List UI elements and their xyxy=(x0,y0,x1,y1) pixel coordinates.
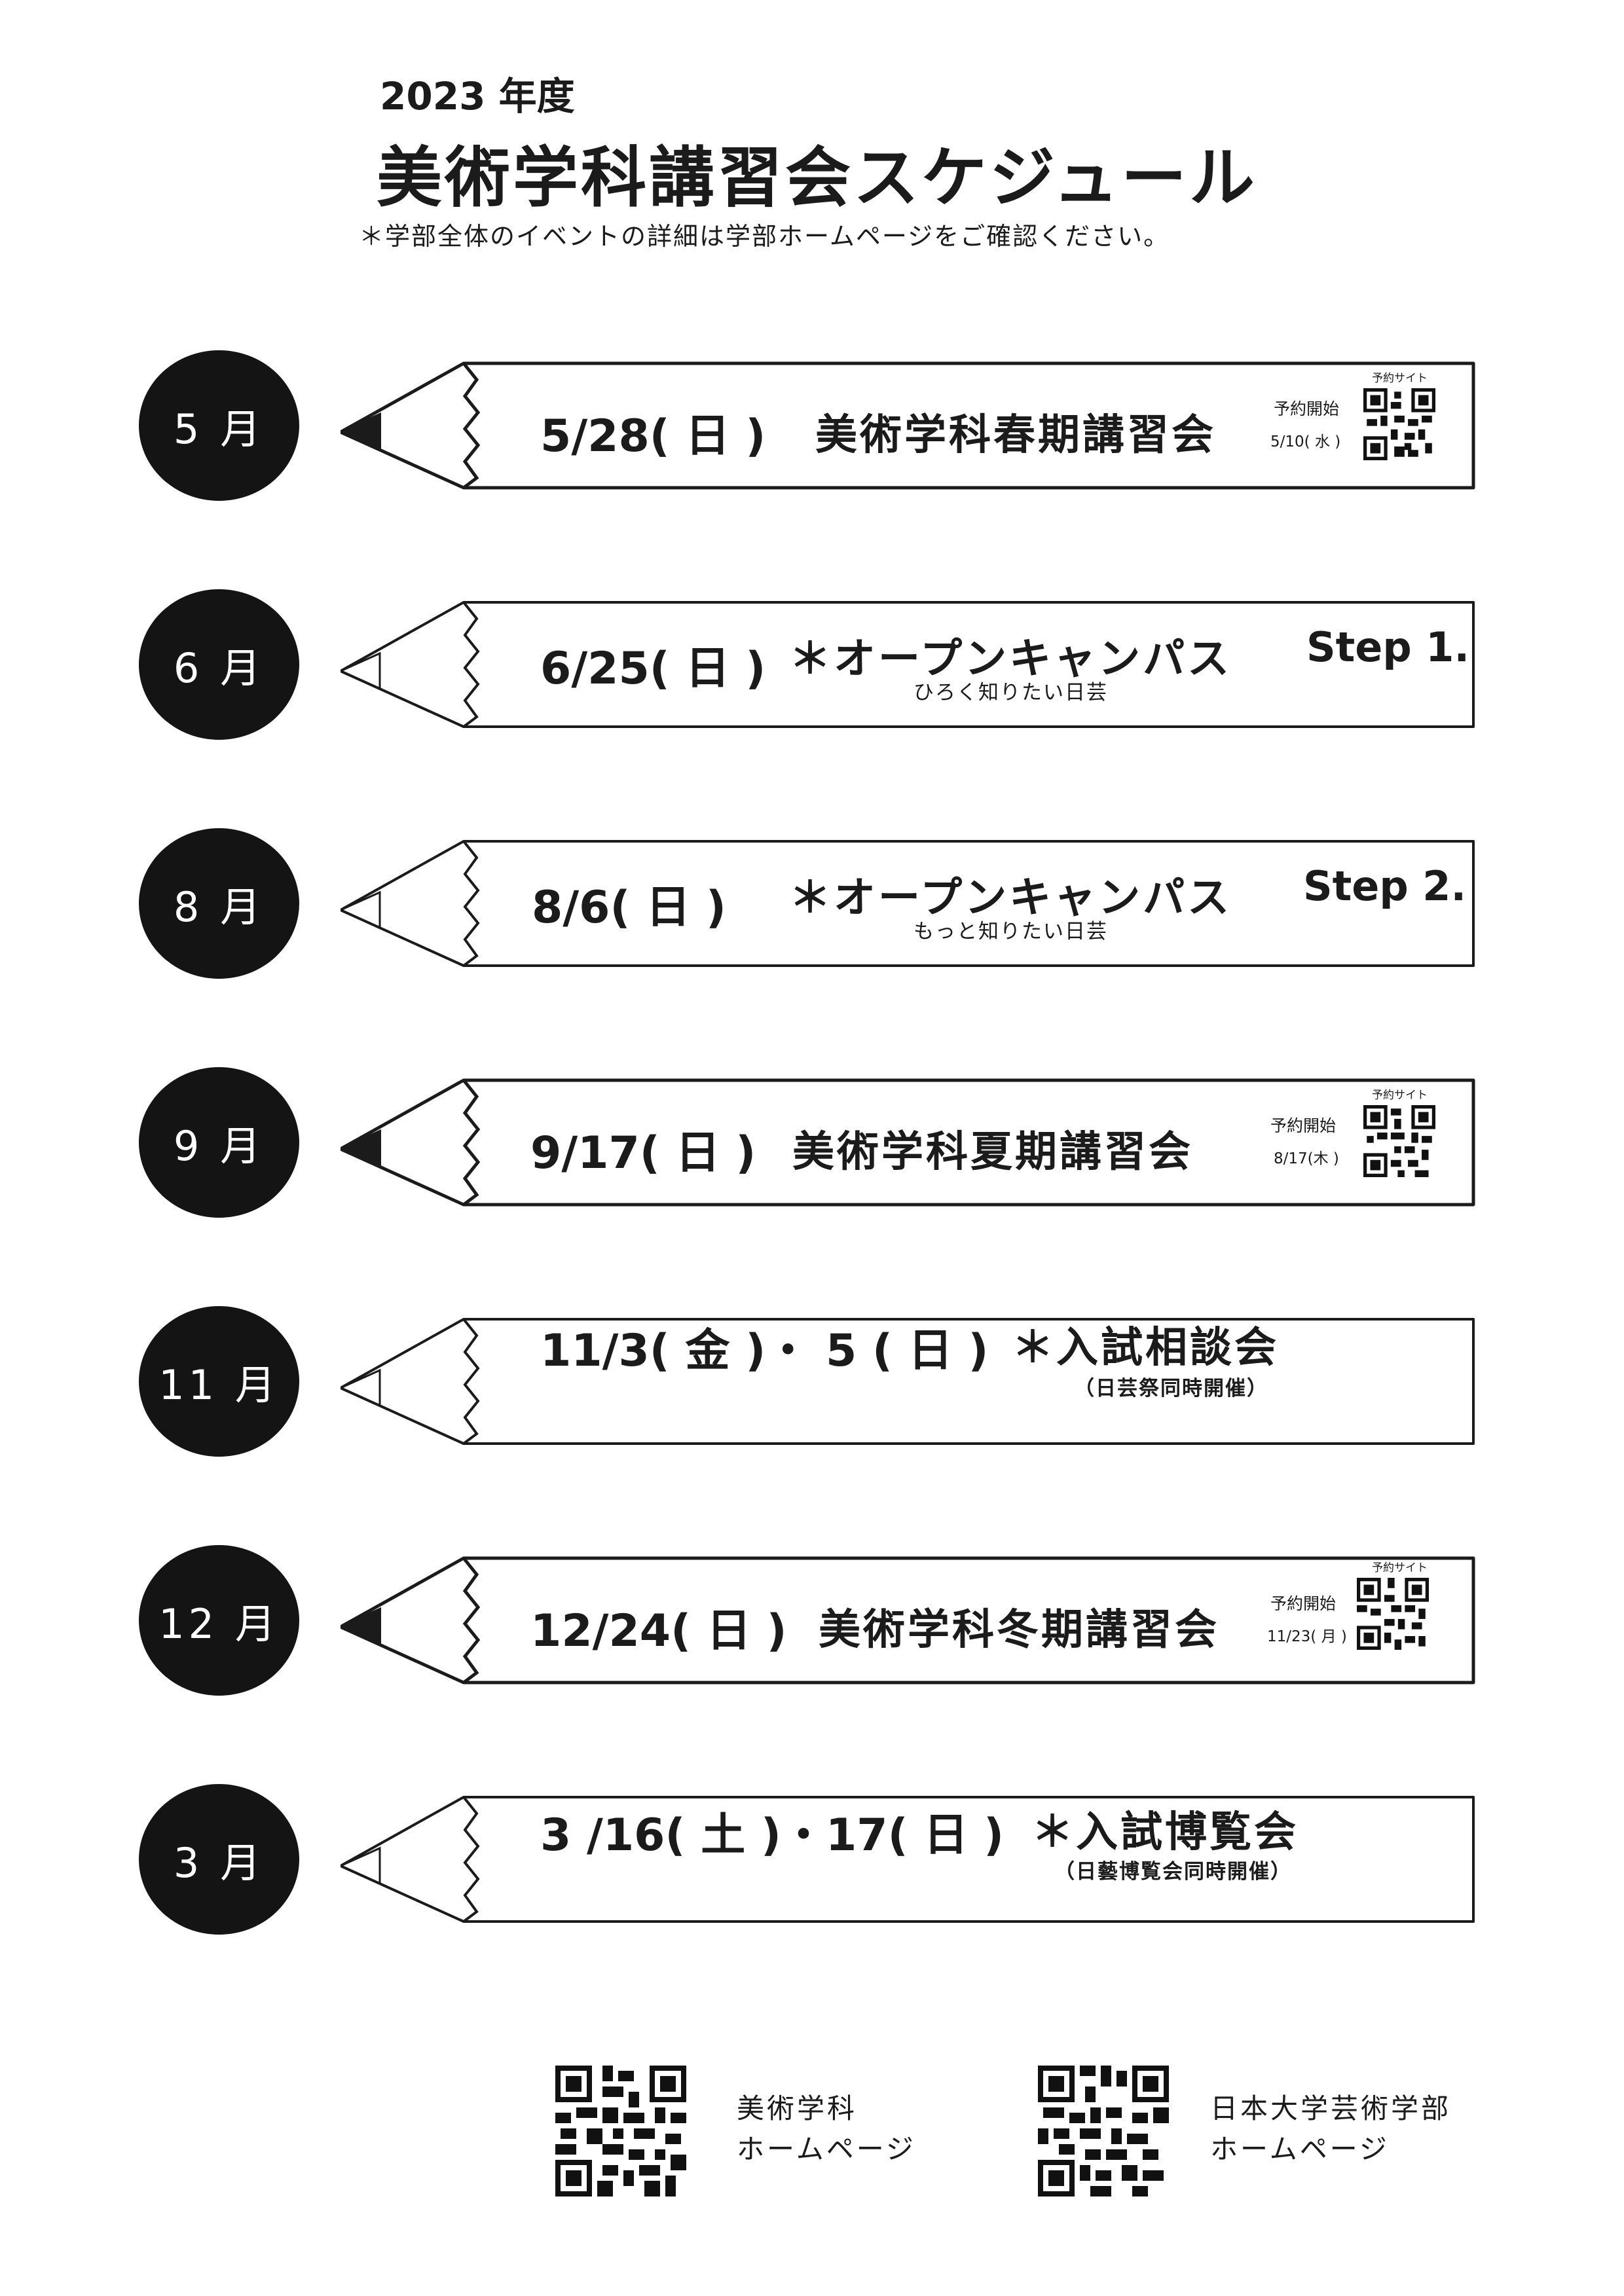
pencil-outline xyxy=(341,1796,1475,1923)
pencil-lead-tip xyxy=(341,1368,381,1408)
pencil-wood-edge xyxy=(462,1079,481,1206)
event-title: ＊入試博覧会 xyxy=(1031,1808,1299,1857)
event-date: 6/25( 日 ) xyxy=(540,643,766,695)
pencil-lead-tip xyxy=(341,890,381,930)
pencil-wood-edge xyxy=(462,601,480,728)
schedule-row-december: 12 月 12/24( 日 ) 美術学科冬期講習会 予約開始 11/23( 月 … xyxy=(0,1545,1624,1696)
pencil-wood-edge xyxy=(462,840,480,967)
pencil-wood-edge xyxy=(462,1318,480,1445)
event-step: Step 2. xyxy=(1303,862,1466,910)
schedule-row-may: 5 月 5/28( 日 ) 美術学科春期講習会 予約開始 5/10( 水 ) 予… xyxy=(0,350,1624,501)
event-title: ＊オープンキャンパス xyxy=(789,874,1232,922)
pencil-outline xyxy=(341,361,1475,490)
footer-link-line2: ホームページ xyxy=(737,2133,916,2165)
pencil-lead-tip xyxy=(341,412,381,452)
schedule-row-june: 6 月 6/25( 日 ) ＊オープンキャンパス Step 1. ひろく知りたい… xyxy=(0,589,1624,740)
reservation-qr-icon[interactable] xyxy=(1357,1578,1429,1650)
month-badge: 9 月 xyxy=(139,1067,299,1218)
event-title: 美術学科冬期講習会 xyxy=(819,1606,1219,1654)
pencil-wood-edge xyxy=(462,1557,481,1684)
schedule-row-november: 11 月 11/3( 金 )・ 5 ( 日 ) ＊入試相談会 （日芸祭同時開催） xyxy=(0,1306,1624,1457)
reservation-label: 予約開始 xyxy=(1270,1116,1337,1135)
pencil-banner xyxy=(341,1556,1475,1685)
qr-caption: 予約サイト xyxy=(1372,1089,1428,1102)
pencil-lead-tip xyxy=(341,651,381,691)
reservation-label: 予約開始 xyxy=(1274,399,1340,418)
qr-caption: 予約サイト xyxy=(1372,1561,1428,1575)
pencil-outline xyxy=(341,1318,1475,1445)
footer-link-line1: 日本大学芸術学部 xyxy=(1210,2092,1452,2124)
month-badge: 5 月 xyxy=(139,350,299,501)
pencil-outline xyxy=(341,1078,1475,1207)
footer-link-line2: ホームページ xyxy=(1210,2133,1390,2165)
month-badge: 3 月 xyxy=(139,1784,299,1935)
month-badge: 12 月 xyxy=(139,1545,299,1696)
department-homepage-qr-icon[interactable] xyxy=(555,2066,686,2196)
event-subtitle: ひろく知りたい日芸 xyxy=(913,681,1108,704)
pencil-wood-edge xyxy=(462,1796,480,1923)
event-subtitle: （日藝博覧会同時開催） xyxy=(1054,1860,1292,1884)
event-date: 9/17( 日 ) xyxy=(530,1127,756,1179)
college-homepage-qr-icon[interactable] xyxy=(1038,2066,1169,2196)
pencil-wood-edge xyxy=(462,362,481,489)
event-subtitle: （日芸祭同時開催） xyxy=(1074,1377,1268,1400)
footer-link-line1: 美術学科 xyxy=(737,2092,858,2124)
reservation-qr-icon[interactable] xyxy=(1363,388,1435,460)
year-label: 2023 年度 xyxy=(380,74,575,118)
pencil-banner xyxy=(341,1078,1475,1207)
event-step: Step 1. xyxy=(1306,623,1469,671)
month-badge: 11 月 xyxy=(139,1306,299,1457)
pencil-banner xyxy=(341,361,1475,490)
event-title: ＊オープンキャンパス xyxy=(789,635,1232,683)
month-badge: 6 月 xyxy=(139,589,299,740)
pencil-outline xyxy=(341,601,1475,728)
reservation-date: 8/17(木 ) xyxy=(1274,1150,1339,1167)
schedule-row-september: 9 月 9/17( 日 ) 美術学科夏期講習会 予約開始 8/17(木 ) 予約… xyxy=(0,1067,1624,1218)
month-badge: 8 月 xyxy=(139,828,299,979)
event-subtitle: もっと知りたい日芸 xyxy=(913,920,1108,943)
pencil-lead-tip xyxy=(341,1129,381,1169)
page-note: ＊学部全体のイベントの詳細は学部ホームページをご確認ください。 xyxy=(359,222,1170,251)
pencil-banner xyxy=(341,1796,1475,1923)
pencil-banner xyxy=(341,601,1475,728)
event-title: 美術学科春期講習会 xyxy=(815,411,1216,460)
event-title: 美術学科夏期講習会 xyxy=(792,1128,1193,1176)
pencil-outline xyxy=(341,1556,1475,1685)
qr-caption: 予約サイト xyxy=(1372,372,1428,385)
event-date: 12/24( 日 ) xyxy=(530,1605,787,1657)
event-date: 5/28( 日 ) xyxy=(540,410,766,462)
event-title: ＊入試相談会 xyxy=(1012,1324,1279,1372)
pencil-banner xyxy=(341,840,1475,967)
event-date: 3 /16( 土 )・17( 日 ) xyxy=(540,1810,1005,1861)
reservation-label: 予約開始 xyxy=(1270,1594,1337,1613)
pencil-lead-tip xyxy=(341,1607,381,1647)
schedule-row-march: 3 月 3 /16( 土 )・17( 日 ) ＊入試博覧会 （日藝博覧会同時開催… xyxy=(0,1784,1624,1935)
pencil-lead-tip xyxy=(341,1846,381,1886)
pencil-banner xyxy=(341,1318,1475,1445)
department-homepage-link[interactable]: 美術学科 ホームページ xyxy=(737,2088,916,2170)
college-homepage-link[interactable]: 日本大学芸術学部 ホームページ xyxy=(1210,2088,1451,2170)
schedule-row-august: 8 月 8/6( 日 ) ＊オープンキャンパス Step 2. もっと知りたい日… xyxy=(0,828,1624,979)
event-date: 8/6( 日 ) xyxy=(532,882,726,934)
event-date: 11/3( 金 )・ 5 ( 日 ) xyxy=(540,1325,989,1377)
page-title: 美術学科講習会スケジュール xyxy=(377,139,1257,216)
reservation-date: 11/23( 月 ) xyxy=(1267,1628,1347,1645)
reservation-qr-icon[interactable] xyxy=(1363,1105,1435,1177)
pencil-outline xyxy=(341,840,1475,967)
reservation-date: 5/10( 水 ) xyxy=(1270,433,1341,450)
